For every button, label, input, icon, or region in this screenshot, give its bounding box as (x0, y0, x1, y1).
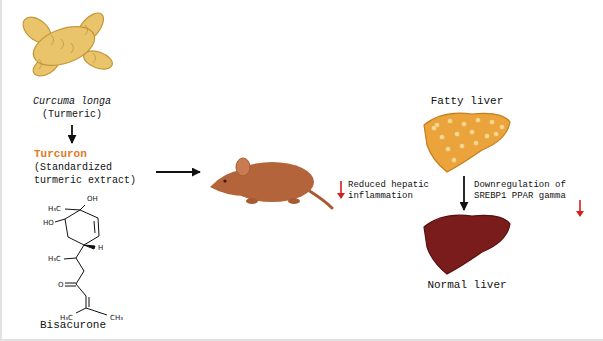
atom-label: H₃C (47, 205, 62, 213)
atom-label: HO (42, 219, 55, 227)
turmeric-rhizome (18, 8, 115, 80)
edge-label: Downregulation of SREBP1 PPAR gamma (474, 180, 574, 202)
node-title: Reduced hepatic inflammation (348, 180, 434, 202)
node-title: Turcuron (34, 147, 150, 161)
atom-label: H₃C (47, 255, 62, 263)
atom-label: CH₃ (109, 314, 124, 322)
decrease-arrow (576, 200, 584, 217)
organ-label: Fatty liver (420, 92, 514, 174)
node-title: Curcuma longa (19, 95, 125, 108)
flow-arrow (463, 176, 465, 210)
flow-arrow (71, 125, 73, 143)
atom-label: H₃C (59, 314, 74, 322)
fatty-liver (424, 113, 510, 172)
flow-arrow (156, 171, 200, 173)
compound-label: Bisacurone (32, 196, 152, 336)
rat-illustration (210, 158, 332, 208)
node-title: Fatty liver (422, 94, 512, 108)
node-subtitle: (Turmeric) (19, 108, 125, 121)
atom-label: O (57, 281, 65, 289)
animal-effect: Reduced hepatic inflammation (202, 150, 434, 212)
decrease-arrow (337, 181, 345, 199)
extract-label: Turcuron(Standardized turmeric extract) (30, 145, 154, 191)
organ-label: Normal liver (420, 212, 514, 294)
node-title: Bisacurone (40, 318, 148, 332)
atom-label: OH (86, 195, 99, 203)
node-subtitle: (Standardized turmeric extract) (34, 161, 150, 187)
bisacurone-structure (55, 205, 107, 315)
normal-liver (424, 215, 510, 274)
plant-label: Curcuma longa(Turmeric) (17, 5, 127, 123)
node-title: Normal liver (422, 278, 512, 292)
atom-label: H (97, 244, 104, 252)
